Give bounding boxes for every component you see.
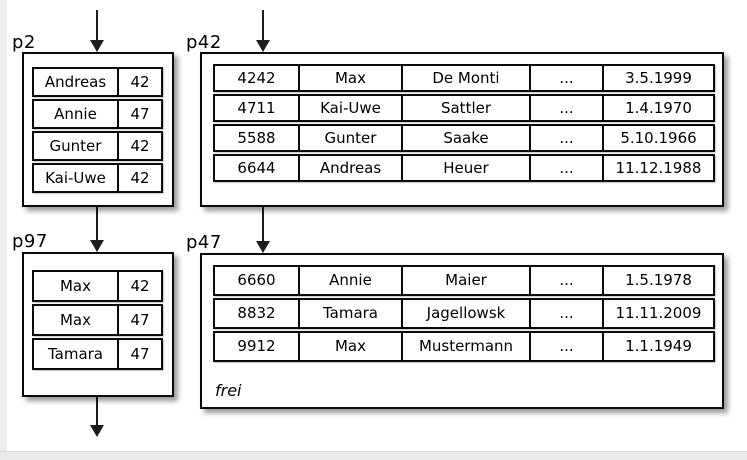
cell-name: Max: [59, 310, 91, 329]
table-row: Annie 47: [32, 99, 163, 129]
table-row: Andreas 42: [32, 67, 163, 97]
cell-id: 5588: [237, 128, 276, 147]
cell-firstname: Max: [298, 333, 401, 360]
cell-lastname: Sattler: [401, 96, 529, 120]
cell-date: 1.1.1949: [602, 333, 713, 360]
left-edge-strip: [0, 0, 7, 460]
record-table-p47: 6660 Annie Maier ... 1.5.1978 8832 Tamar…: [213, 265, 715, 362]
cell-ellipsis: ...: [529, 156, 602, 180]
directory-table-p97: Max 42 Max 47 Tamara 47: [32, 270, 163, 370]
table-row: 8832 Tamara Jagellowsk ... 11.11.2009: [213, 298, 715, 329]
table-row: 6660 Annie Maier ... 1.5.1978: [213, 265, 715, 296]
record-table-p42: 4242 Max De Monti ... 3.5.1999 4711 Kai-…: [213, 64, 715, 182]
cell-name: Max: [59, 276, 91, 295]
cell-key: 42: [117, 165, 161, 191]
cell-key: 47: [117, 340, 161, 368]
directory-table-p2: Andreas 42 Annie 47 Gunter 42 Kai-Uwe 42: [32, 67, 163, 193]
cell-lastname: Heuer: [401, 156, 529, 180]
cell-firstname: Annie: [298, 267, 401, 294]
arrow-top-into-p42: [256, 10, 270, 52]
table-row: 6644 Andreas Heuer ... 11.12.1988: [213, 154, 715, 182]
cell-id: 9912: [237, 337, 276, 355]
cell-firstname: Tamara: [298, 300, 401, 327]
arrow-top-into-p2: [90, 10, 104, 52]
table-row: 9912 Max Mustermann ... 1.1.1949: [213, 331, 715, 362]
page-box-p47: 6660 Annie Maier ... 1.5.1978 8832 Tamar…: [200, 253, 724, 409]
cell-ellipsis: ...: [529, 66, 602, 90]
cell-name: Gunter: [49, 136, 102, 155]
arrow-out-of-p97: [90, 397, 104, 437]
table-row: Kai-Uwe 42: [32, 163, 163, 193]
cell-date: 1.5.1978: [602, 267, 713, 294]
cell-lastname: Jagellowsk: [401, 300, 529, 327]
page-box-p2: Andreas 42 Annie 47 Gunter 42 Kai-Uwe 42: [22, 52, 174, 207]
cell-name: Andreas: [44, 72, 107, 91]
cell-firstname: Andreas: [298, 156, 401, 180]
cell-firstname: Max: [298, 66, 401, 90]
table-row: Max 47: [32, 304, 163, 336]
bottom-edge-strip: [0, 451, 747, 460]
page-box-p97: Max 42 Max 47 Tamara 47: [22, 252, 174, 397]
table-row: Tamara 47: [32, 338, 163, 370]
cell-date: 11.12.1988: [602, 156, 713, 180]
cell-firstname: Gunter: [298, 126, 401, 150]
page-box-p42: 4242 Max De Monti ... 3.5.1999 4711 Kai-…: [200, 52, 724, 207]
table-row: 4711 Kai-Uwe Sattler ... 1.4.1970: [213, 94, 715, 122]
cell-key: 47: [117, 306, 161, 334]
table-row: Max 42: [32, 270, 163, 302]
cell-key: 47: [117, 101, 161, 127]
table-row: 4242 Max De Monti ... 3.5.1999: [213, 64, 715, 92]
cell-ellipsis: ...: [529, 267, 602, 294]
table-row: 5588 Gunter Saake ... 5.10.1966: [213, 124, 715, 152]
free-space-label: frei: [215, 381, 242, 400]
cell-date: 3.5.1999: [602, 66, 713, 90]
cell-key: 42: [117, 69, 161, 95]
table-row: Gunter 42: [32, 131, 163, 161]
cell-date: 11.11.2009: [602, 300, 713, 327]
cell-lastname: De Monti: [401, 66, 529, 90]
cell-name: Annie: [54, 104, 97, 123]
cell-id: 6644: [237, 158, 276, 177]
cell-firstname: Kai-Uwe: [298, 96, 401, 120]
cell-id: 8832: [237, 304, 276, 322]
page-label-p47: p47: [186, 232, 222, 253]
cell-date: 5.10.1966: [602, 126, 713, 150]
page-label-p97: p97: [12, 231, 48, 252]
arrow-p42-to-p47: [256, 207, 270, 253]
arrow-p2-to-p97: [90, 207, 104, 252]
cell-name: Tamara: [47, 344, 104, 363]
page-label-p2: p2: [12, 32, 36, 53]
cell-lastname: Saake: [401, 126, 529, 150]
cell-id: 4711: [237, 98, 276, 117]
cell-ellipsis: ...: [529, 333, 602, 360]
page-label-p42: p42: [186, 32, 222, 53]
cell-id: 6660: [237, 271, 276, 289]
cell-ellipsis: ...: [529, 96, 602, 120]
cell-name: Kai-Uwe: [45, 168, 106, 187]
cell-lastname: Mustermann: [401, 333, 529, 360]
cell-ellipsis: ...: [529, 300, 602, 327]
cell-lastname: Maier: [401, 267, 529, 294]
cell-key: 42: [117, 133, 161, 159]
cell-id: 4242: [237, 68, 276, 87]
cell-date: 1.4.1970: [602, 96, 713, 120]
cell-key: 42: [117, 272, 161, 300]
cell-ellipsis: ...: [529, 126, 602, 150]
